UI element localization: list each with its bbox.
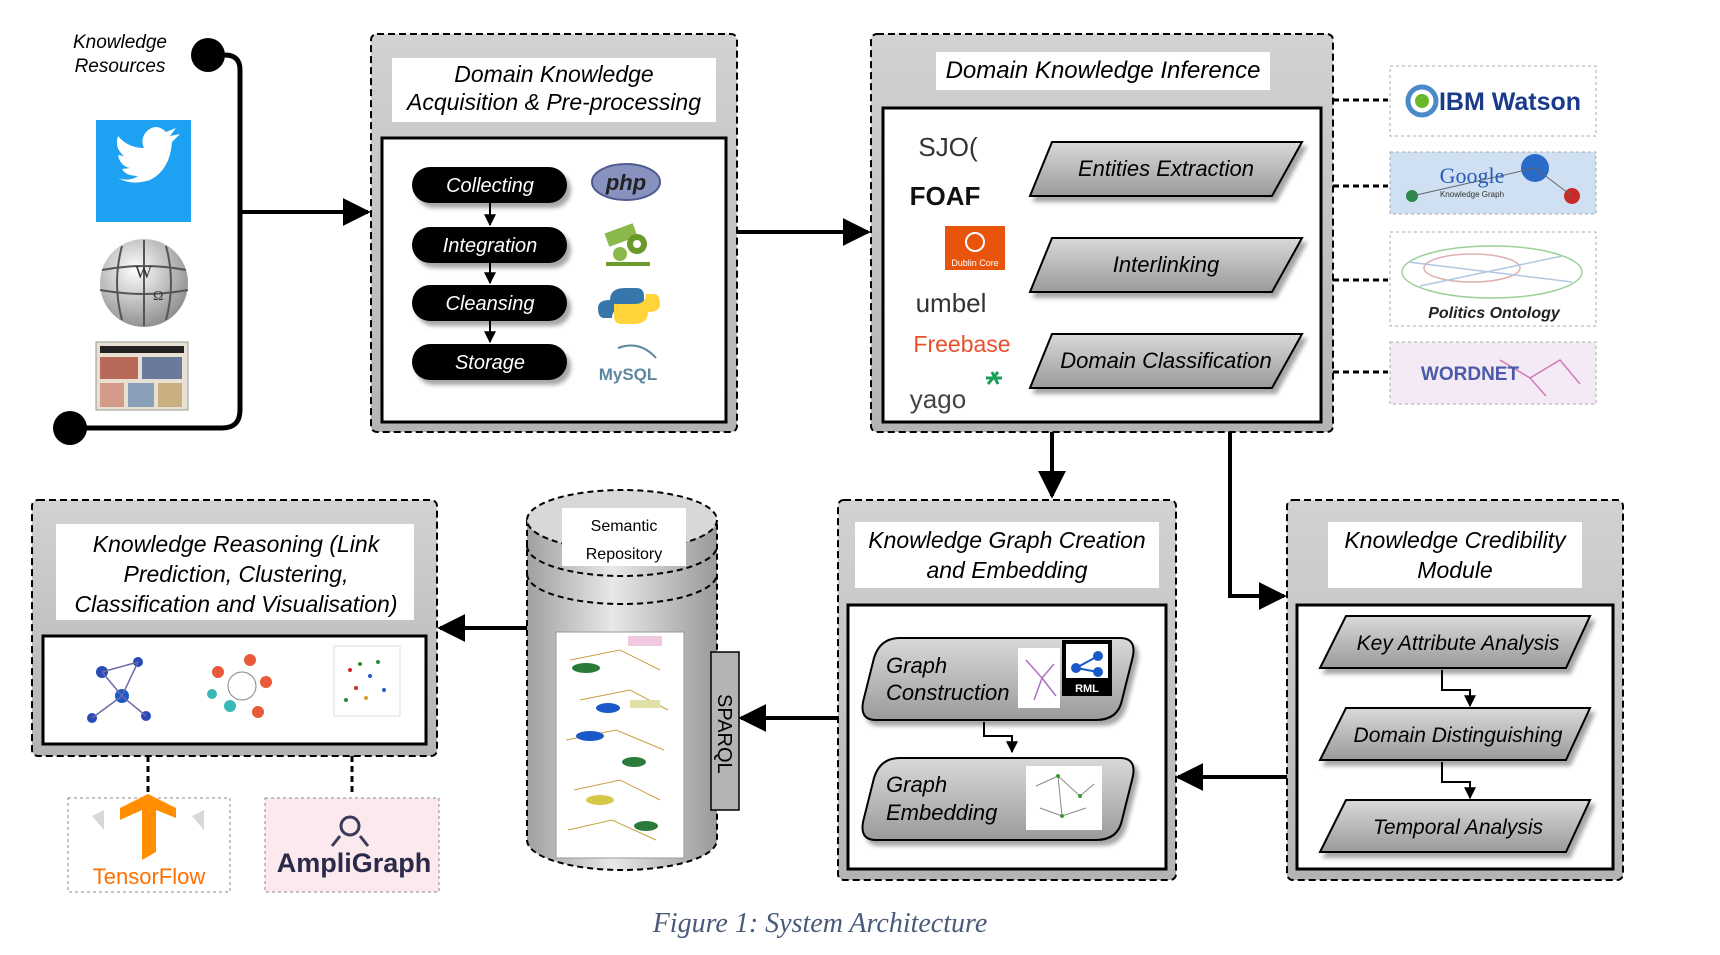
graph-construction-box: Graph Construction RML <box>861 637 1135 721</box>
sioc-logo: SJO( <box>918 132 978 162</box>
svg-text:Ω: Ω <box>153 289 163 304</box>
svg-text:Knowledge Graph: Knowledge Graph <box>1440 190 1504 199</box>
php-icon: php <box>591 163 661 201</box>
network-graph-thumbnail <box>87 657 151 723</box>
reasoning-module: Knowledge Reasoning (Link Prediction, Cl… <box>31 499 438 757</box>
graph-construction-thumbnail <box>1018 648 1060 708</box>
rml-logo: RML <box>1062 640 1112 696</box>
svg-text:Dublin Core: Dublin Core <box>951 258 999 268</box>
umbel-logo: umbel <box>916 288 987 318</box>
resources-label-1: Knowledge <box>73 32 167 53</box>
svg-text:yago: yago <box>910 384 966 414</box>
reasoning-title-3: Classification and Visualisation) <box>74 591 397 617</box>
mysql-icon: MySQL <box>599 344 658 384</box>
kg-creation-title-1: Knowledge Graph Creation <box>868 527 1145 553</box>
graph-embedding-thumbnail <box>1026 766 1102 830</box>
inference-title: Domain Knowledge Inference <box>946 57 1261 84</box>
inference-tasks: Entities Extraction Interlinking Domain … <box>1028 141 1304 389</box>
semantic-repository: Semantic Repository SPARQL <box>526 489 740 871</box>
inference-to-credibility-arrow <box>1228 432 1287 610</box>
svg-text:Embedding: Embedding <box>886 800 998 825</box>
repository-label-1: Semantic <box>591 518 658 535</box>
svg-text:Domain Distinguishing: Domain Distinguishing <box>1354 724 1563 747</box>
step-integration-label: Integration <box>443 235 538 257</box>
server-gears-icon <box>604 223 650 266</box>
scatter-clusters-thumbnail <box>333 645 401 717</box>
twitter-icon <box>96 120 191 222</box>
construction-to-embedding-arrow <box>983 722 1018 754</box>
kg-creation-title-2: and Embedding <box>926 557 1087 583</box>
svg-text:Google: Google <box>1440 163 1505 188</box>
svg-text:W: W <box>135 262 152 282</box>
credibility-title-1: Knowledge Credibility <box>1344 527 1567 553</box>
task-domain-classification <box>1028 333 1304 389</box>
svg-text:php: php <box>605 170 646 195</box>
figure-caption: Figure 1: System Architecture <box>652 908 988 939</box>
task-entities-extraction <box>1028 141 1304 197</box>
task-key-attribute-analysis <box>1318 615 1592 669</box>
acquisition-module: Domain Knowledge Acquisition & Pre-proce… <box>370 33 738 433</box>
step-integration <box>412 227 567 263</box>
step-storage <box>412 344 567 380</box>
ibm-watson-logo: IBM Watson <box>1389 65 1597 137</box>
vocabulary-logos: SJO( FOAF Dublin Core umbel Freebase yag… <box>910 132 1011 414</box>
svg-text:RML: RML <box>1075 683 1099 695</box>
svg-text:Key Attribute Analysis: Key Attribute Analysis <box>1357 632 1560 655</box>
task-interlinking-label: Interlinking <box>1113 252 1220 277</box>
tensorflow-logo: TensorFlow <box>67 794 231 893</box>
task-domain-distinguishing <box>1318 707 1592 761</box>
ontology-thumbnail <box>555 631 685 859</box>
knowledge-resources: Knowledge Resources W Ω <box>53 32 371 445</box>
google-knowledge-graph-logo: Google Knowledge Graph <box>1389 151 1597 215</box>
resources-label-2: Resources <box>75 56 166 77</box>
newspaper-icon <box>95 341 189 411</box>
sparql-label: SPARQL <box>713 694 735 774</box>
repository-label-2: Repository <box>586 546 662 563</box>
task-interlinking <box>1028 237 1304 293</box>
svg-text:Graph: Graph <box>886 653 947 678</box>
svg-text:TensorFlow: TensorFlow <box>93 864 206 889</box>
step-collecting <box>412 167 567 203</box>
inference-module: Domain Knowledge Inference SJO( FOAF Dub… <box>870 33 1334 433</box>
external-connectors <box>1333 98 1388 374</box>
kg-creation-module: Knowledge Graph Creation and Embedding G… <box>837 499 1177 881</box>
wikipedia-icon: W Ω <box>99 239 189 327</box>
ampligraph-logo: AmpliGraph <box>264 797 440 893</box>
reasoning-title-2: Prediction, Clustering, <box>124 561 349 587</box>
foaf-logo: FOAF <box>910 181 981 211</box>
svg-text:Politics Ontology: Politics Ontology <box>1428 305 1561 322</box>
svg-text:Temporal Analysis: Temporal Analysis <box>1373 816 1544 839</box>
credibility-title-2: Module <box>1417 557 1492 583</box>
resources-bracket <box>70 52 243 431</box>
acquisition-title-2: Acquisition & Pre-processing <box>405 89 701 115</box>
svg-text:MySQL: MySQL <box>599 365 658 384</box>
wordnet-logo: WORDNET <box>1389 341 1597 405</box>
task-domain-classification-label: Domain Classification <box>1060 348 1272 373</box>
step-cleansing-label: Cleansing <box>446 293 535 315</box>
svg-text:IBM Watson: IBM Watson <box>1439 88 1581 116</box>
external-services: IBM Watson Google Knowledge Graph Politi… <box>1389 65 1597 405</box>
svg-text:Construction: Construction <box>886 680 1010 705</box>
graph-embedding-box: Graph Embedding <box>861 757 1135 841</box>
sparql-bar <box>710 651 740 811</box>
acquisition-steps: Collecting Integration Cleansing Storage <box>412 167 567 380</box>
step-cleansing <box>412 285 567 321</box>
credibility-module: Knowledge Credibility Module Key Attribu… <box>1286 499 1624 881</box>
acquisition-title-1: Domain Knowledge <box>454 61 653 87</box>
reasoning-title-1: Knowledge Reasoning (Link <box>93 531 381 557</box>
yago-logo: yago <box>910 371 1002 414</box>
task-temporal-analysis <box>1318 799 1592 853</box>
svg-text:WORDNET: WORDNET <box>1421 364 1520 385</box>
svg-text:AmpliGraph: AmpliGraph <box>277 848 432 878</box>
politics-ontology-logo: Politics Ontology <box>1389 231 1597 327</box>
step-storage-label: Storage <box>455 352 525 374</box>
cluster-graph-thumbnail <box>207 654 272 718</box>
step-collecting-label: Collecting <box>446 175 534 197</box>
freebase-logo: Freebase <box>913 331 1010 357</box>
python-icon <box>598 288 660 324</box>
svg-text:Graph: Graph <box>886 772 947 797</box>
dublin-core-logo: Dublin Core <box>945 226 1005 270</box>
task-entities-extraction-label: Entities Extraction <box>1078 156 1254 181</box>
